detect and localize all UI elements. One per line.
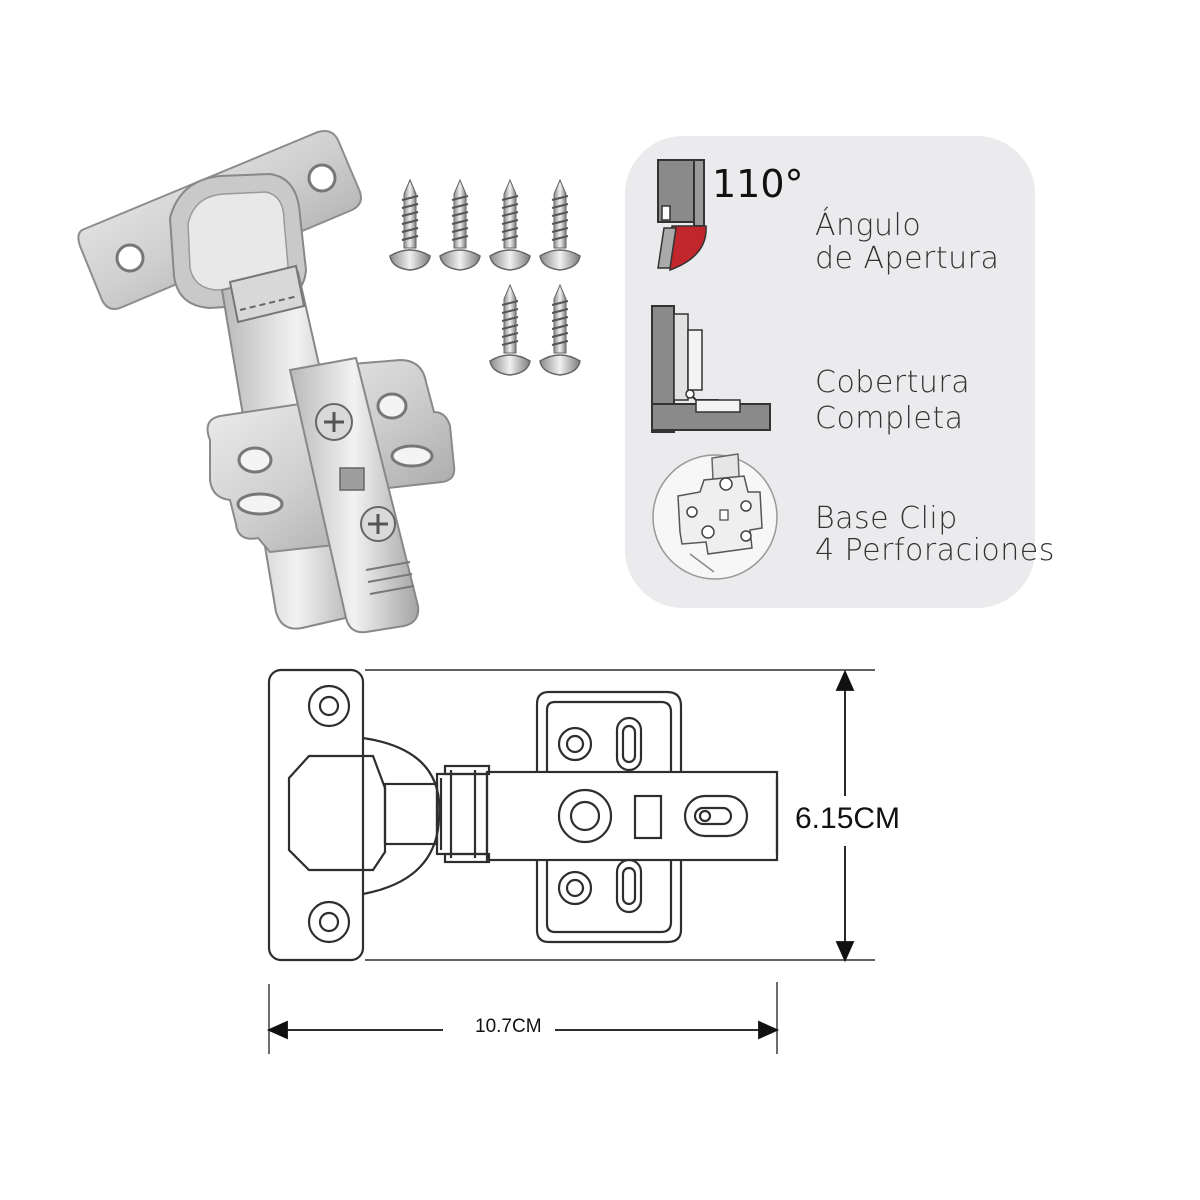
feature-angle-line1: Ángulo xyxy=(815,208,922,243)
full-overlay-icon xyxy=(651,305,771,433)
hinge-dimension-drawing xyxy=(266,668,875,1054)
feature-clip-line1: Base Clip xyxy=(815,501,958,536)
feature-overlay-line1: Cobertura xyxy=(815,365,971,400)
screws-image xyxy=(389,178,581,376)
hinge-product-image xyxy=(77,130,456,634)
clip-base-icon xyxy=(652,453,778,580)
feature-clip-line2: 4 Perforaciones xyxy=(815,533,1055,568)
opening-angle-icon xyxy=(657,159,707,272)
feature-angle-line2: de Apertura xyxy=(815,241,1000,276)
width-dimension-label: 10.7CM xyxy=(475,1016,542,1037)
feature-overlay-line2: Completa xyxy=(815,401,964,436)
opening-angle-value: 110° xyxy=(712,162,804,206)
height-dimension-label: 6.15CM xyxy=(795,802,901,835)
